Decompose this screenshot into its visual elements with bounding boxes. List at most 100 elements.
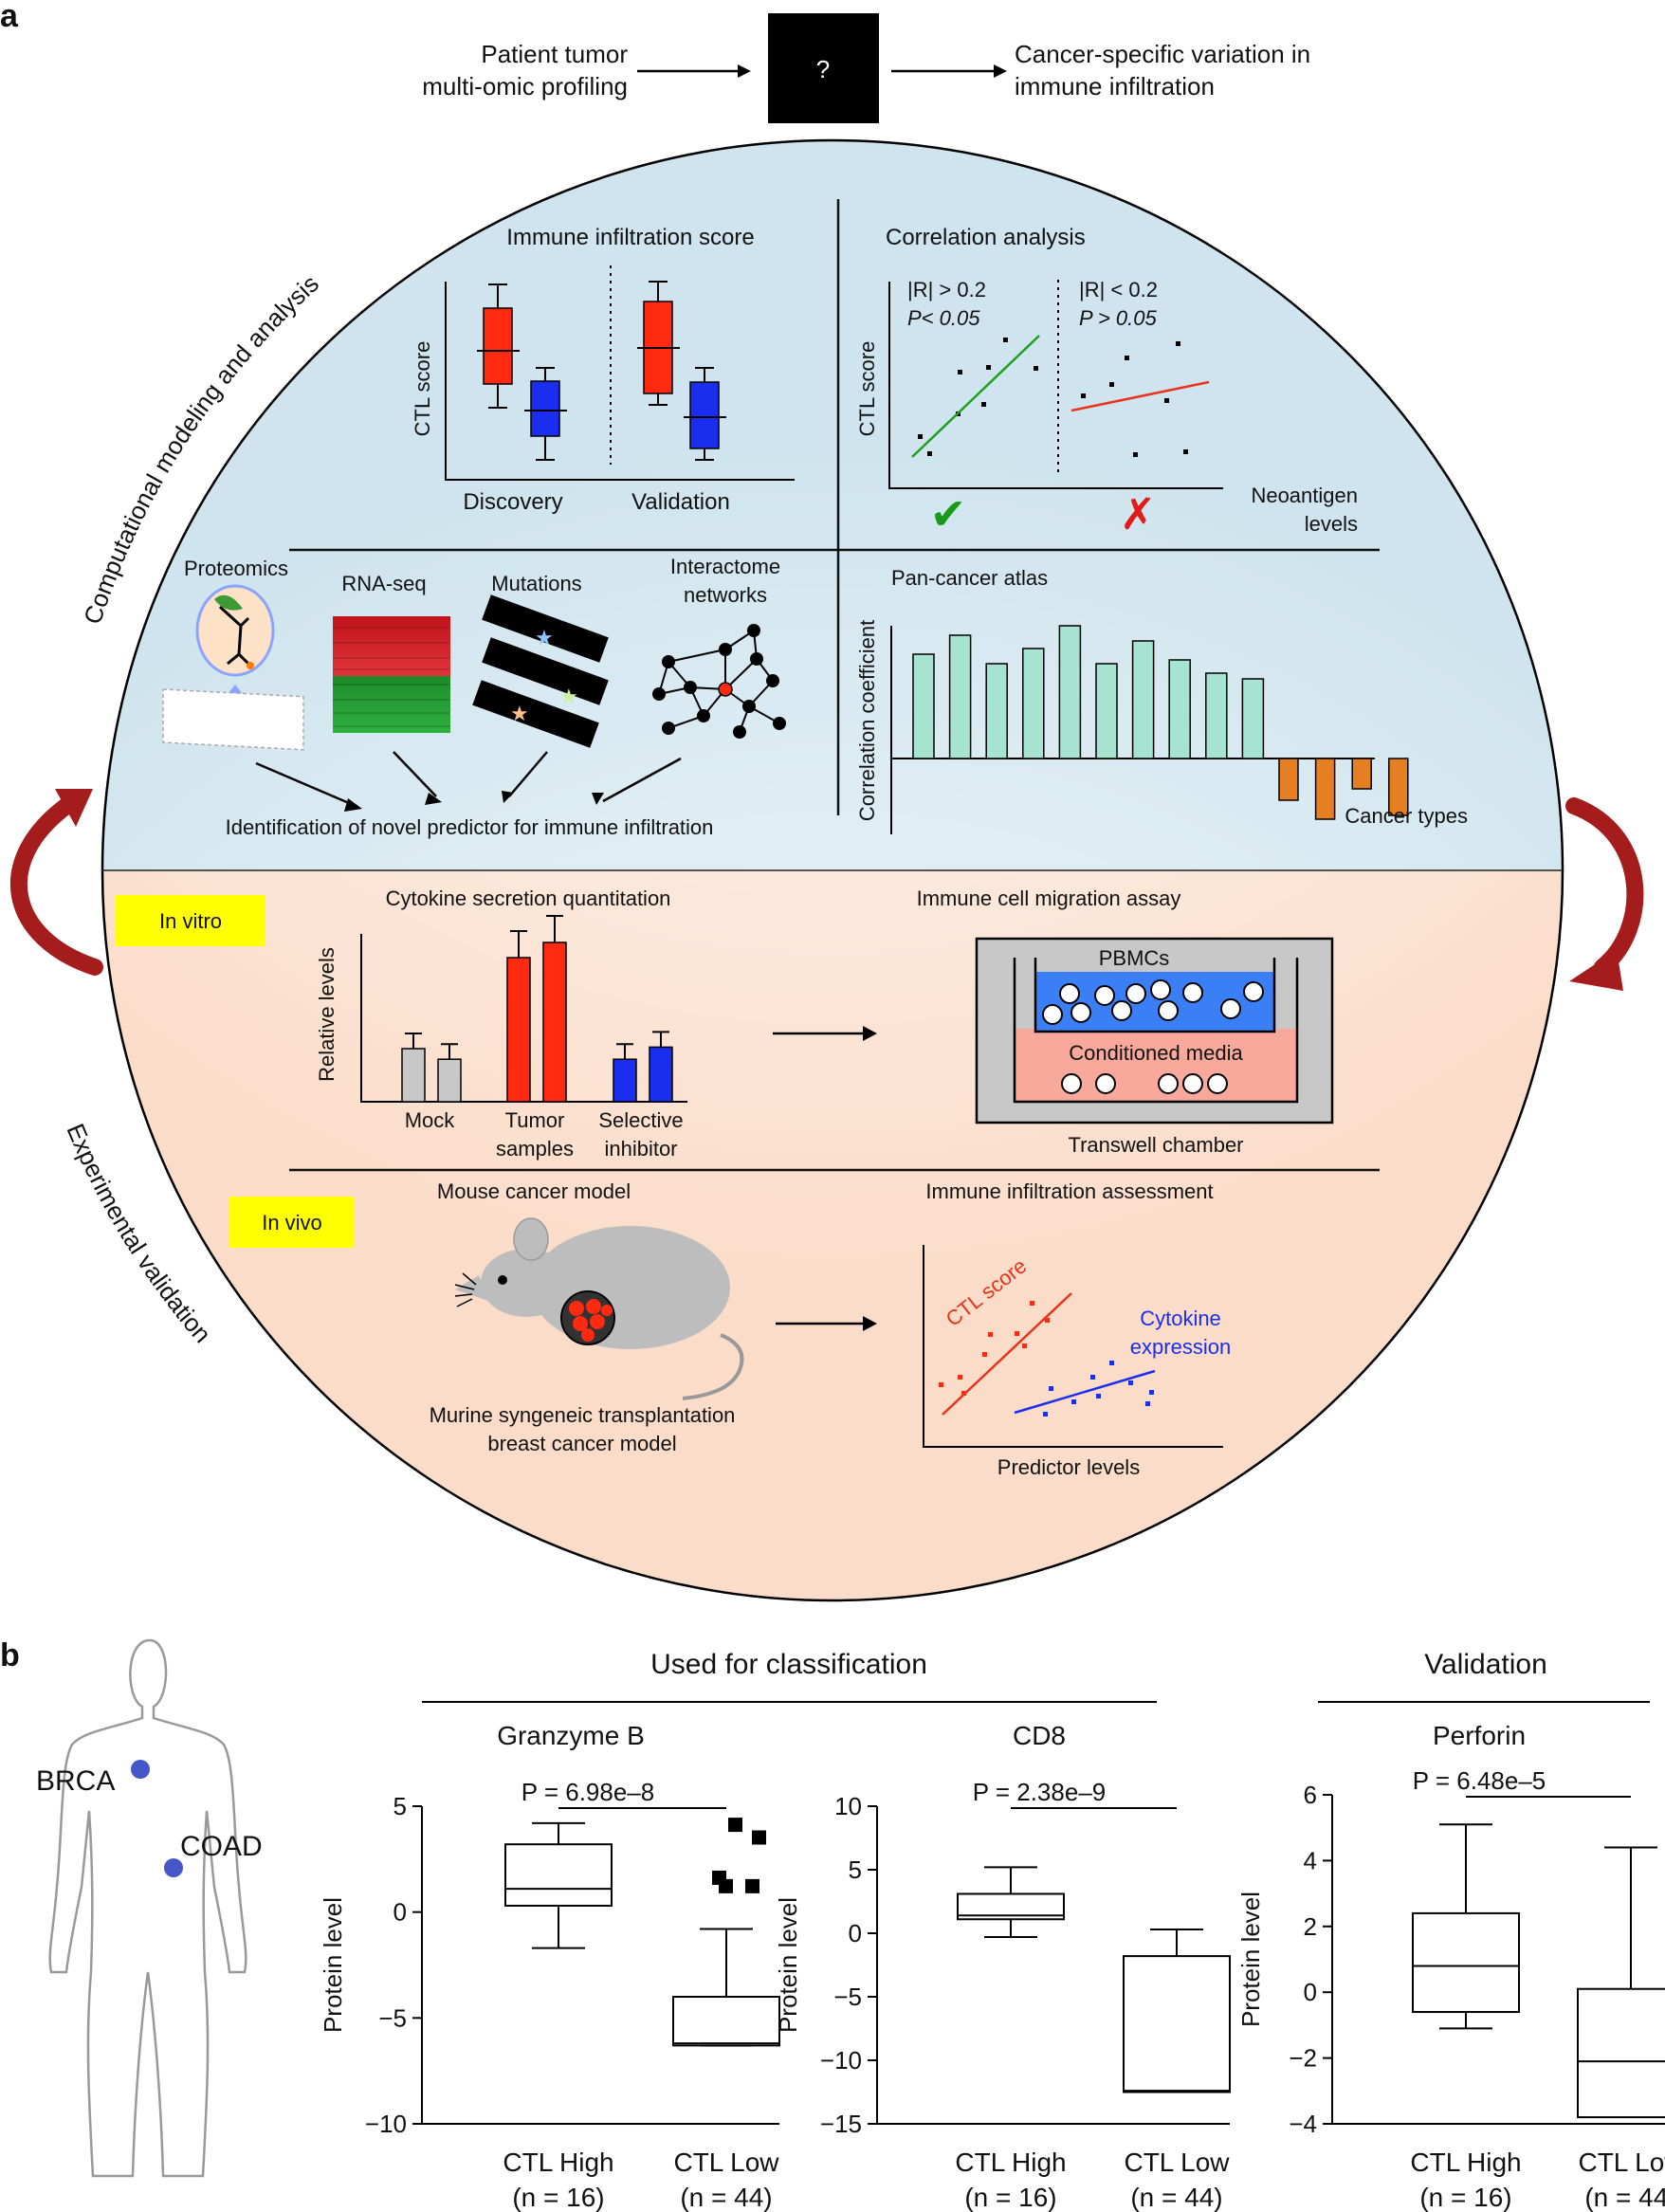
check-mark-icon: ✔: [930, 488, 967, 539]
network-hub-node: [718, 682, 733, 697]
correlation-ylabel: CTL score: [855, 341, 879, 437]
neoantigen-label-1: Neoantigen: [1251, 484, 1358, 507]
proteomics-membrane-icon: [162, 688, 304, 751]
box-chart-tick-label: 5: [393, 1792, 407, 1820]
box-n-label: (n = 44): [1584, 2183, 1665, 2212]
discovery-red-box: [477, 283, 520, 409]
pan-cancer-bar-positive: [985, 663, 1008, 759]
box-chart-tick-label: −5: [378, 2003, 407, 2032]
box-chart-tick-label: 5: [849, 1856, 862, 1884]
box-x-label: CTL Low: [673, 2148, 779, 2177]
panel-label-b: b: [0, 1637, 20, 1673]
correlation-axes: [888, 282, 1223, 489]
dna-strands-icon: [472, 594, 609, 748]
pan-cancer-bar-negative: [1351, 758, 1372, 790]
box-chart-tick-label: −5: [833, 1983, 862, 2011]
tumor-icon: [560, 1290, 615, 1345]
unknown-box: [768, 13, 879, 123]
coad-label: COAD: [180, 1831, 263, 1862]
box-chart-tick-label: −10: [365, 2110, 407, 2138]
vitro-arrowhead: [863, 1026, 877, 1041]
proteomics-antibody-icon: [218, 605, 250, 666]
pan-cancer-bar-positive: [1095, 663, 1118, 759]
box-chart-tick-label: 0: [849, 1919, 862, 1947]
box-outlier: [752, 1830, 766, 1845]
cytokine-bar: [506, 957, 531, 1103]
mouse-model-title: Mouse cancer model: [437, 1179, 631, 1203]
proteomics-pointer-icon: [228, 685, 243, 694]
circle-top-half: [102, 140, 1563, 870]
cytokine-bar: [542, 941, 567, 1103]
right-cycle-arrowhead: [1569, 950, 1623, 991]
box-x-label: CTL High: [955, 2148, 1066, 2177]
box-chart-tick-label: 10: [834, 1792, 862, 1820]
box-chart-tick-label: 2: [1304, 1912, 1317, 1941]
heatmap-green-block: [333, 676, 450, 733]
unknown-box-mark: ?: [816, 55, 830, 83]
box-outlier: [745, 1878, 759, 1893]
box-x-label: CTL High: [503, 2148, 613, 2177]
migrated-cells: [1061, 1073, 1228, 1094]
cytokine-axes: [360, 934, 687, 1103]
neoantigen-label-2: levels: [1305, 512, 1358, 536]
predictor-label: Predictor levels: [997, 1455, 1140, 1479]
box-outlier: [728, 1818, 742, 1833]
mouse-caption-2: breast cancer model: [487, 1432, 676, 1455]
right-condition-2: P > 0.05: [1079, 306, 1158, 330]
box-chart-ylabel: Protein level: [774, 1897, 802, 2033]
transwell-label: Transwell chamber: [1068, 1133, 1243, 1157]
identification-text: Identification of novel predictor for im…: [226, 815, 714, 839]
box-chart-tick-label: 0: [1304, 1978, 1317, 2006]
box-iqr: [1412, 1911, 1520, 2014]
box-chart-ylabel: Protein level: [1236, 1892, 1265, 2027]
proteomics-label: Proteomics: [184, 557, 288, 580]
discovery-label: Discovery: [463, 489, 562, 515]
immune-score-ylabel: CTL score: [411, 341, 434, 437]
pan-cancer-title: Pan-cancer atlas: [891, 566, 1048, 590]
validation-header: Validation: [1424, 1649, 1547, 1680]
heatmap-red-block: [333, 616, 450, 676]
right-condition-1: |R| < 0.2: [1079, 278, 1158, 302]
cytokine-fit-line: [1014, 1369, 1156, 1415]
pbmc-cells: [1042, 979, 1264, 1025]
cytokine-ylabel: Relative levels: [315, 947, 338, 1082]
pan-cancer-bar-positive: [1241, 678, 1265, 759]
omics-arrows: [255, 751, 682, 808]
inhibitor-label-2: inhibitor: [604, 1137, 677, 1161]
box-chart-tick-label: −15: [820, 2110, 862, 2138]
output-text-2: immune infiltration: [1015, 72, 1215, 101]
cytokine-bar: [401, 1048, 426, 1103]
validation-blue-box: [684, 367, 726, 461]
box-chart-title: CD8: [1013, 1721, 1066, 1750]
flow-arrowhead-2: [994, 64, 1007, 78]
left-condition-1: |R| > 0.2: [907, 278, 986, 302]
omics-arrowheads: [344, 791, 604, 812]
in-vitro-badge: [116, 895, 265, 946]
pvalue-label: P = 6.48e–5: [1413, 1766, 1546, 1795]
left-cycle-arrow: [9, 797, 103, 976]
conditioned-media-label: Conditioned media: [1069, 1041, 1243, 1065]
classification-header: Used for classification: [650, 1649, 927, 1680]
box-outlier: [719, 1878, 733, 1893]
discovery-blue-box: [524, 367, 567, 461]
rnaseq-label: RNA-seq: [341, 572, 426, 595]
heatmap-texture: [333, 627, 450, 727]
transwell-insert-walls: [1013, 958, 1299, 1104]
right-cycle-arrow: [1565, 797, 1644, 976]
migration-title: Immune cell migration assay: [917, 887, 1181, 910]
in-vitro-label: In vitro: [159, 909, 222, 933]
mutation-star-blue-icon: ★: [535, 627, 554, 650]
cancer-types-label: Cancer types: [1345, 804, 1468, 828]
box-chart-ylabel: Protein level: [319, 1897, 347, 2033]
box-chart-tick-label: 0: [393, 1898, 407, 1927]
mutation-star-orange-icon: ★: [510, 703, 529, 726]
pan-cancer-bar-positive: [948, 634, 972, 759]
box-chart-title: Perforin: [1433, 1721, 1526, 1750]
coad-site-dot: [164, 1858, 183, 1877]
cytokine-bar: [437, 1058, 462, 1103]
